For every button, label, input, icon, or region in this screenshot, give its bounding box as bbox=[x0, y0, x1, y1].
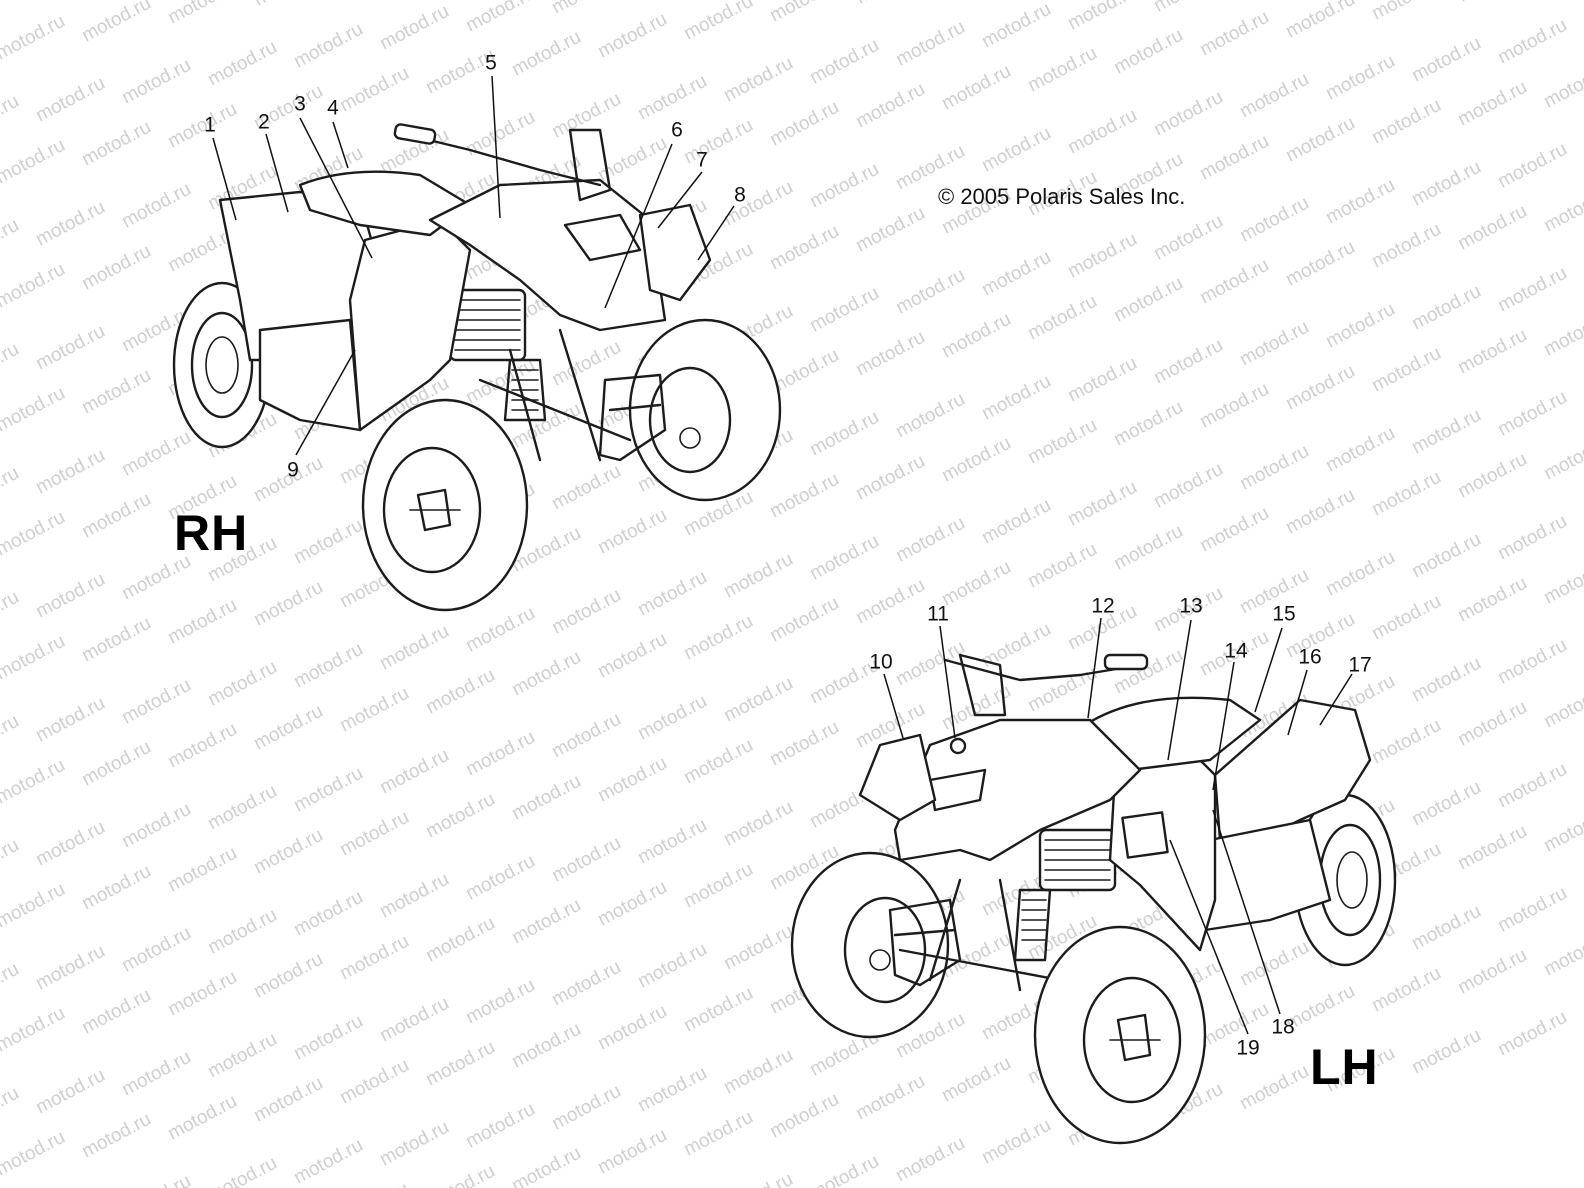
leader-8 bbox=[697, 205, 735, 261]
leader-1 bbox=[212, 137, 237, 221]
leader-6 bbox=[604, 143, 673, 309]
view-label-rh: RH bbox=[174, 505, 249, 561]
lh-handlebar bbox=[943, 653, 1149, 717]
copyright-notice: © 2005 Polaris Sales Inc. bbox=[938, 184, 1186, 209]
callout-9: 9 bbox=[287, 458, 299, 482]
leader-15 bbox=[1254, 627, 1283, 713]
callout-11: 11 bbox=[927, 602, 949, 626]
rh-seat bbox=[298, 170, 472, 237]
callout-5: 5 bbox=[485, 51, 497, 75]
rh-footrest bbox=[258, 318, 362, 432]
callout-8: 8 bbox=[734, 183, 746, 207]
callout-4: 4 bbox=[327, 96, 339, 120]
callout-16: 16 bbox=[1298, 645, 1322, 669]
lh-headlight bbox=[858, 733, 937, 822]
callout-3: 3 bbox=[294, 92, 306, 116]
leader-19 bbox=[1169, 839, 1249, 1035]
leader-18 bbox=[1212, 809, 1281, 1015]
callout-6: 6 bbox=[671, 118, 683, 142]
callout-12: 12 bbox=[1091, 594, 1115, 618]
leader-10 bbox=[883, 673, 904, 739]
leader-9 bbox=[295, 349, 356, 456]
lh-front-far-wheel bbox=[790, 851, 950, 1039]
lh-front-near-wheel bbox=[1033, 925, 1207, 1145]
rh-handlebar bbox=[393, 123, 612, 202]
callout-10: 10 bbox=[869, 650, 893, 674]
lh-front-bumper bbox=[888, 898, 962, 987]
leader-13 bbox=[1167, 619, 1192, 761]
leader-12 bbox=[1087, 617, 1102, 719]
rh-engine-frame bbox=[448, 288, 632, 462]
view-label-lh: LH bbox=[1310, 1039, 1379, 1095]
lh-front-hood bbox=[893, 718, 1142, 862]
atv-lh-drawing bbox=[790, 653, 1397, 1145]
callout-19: 19 bbox=[1236, 1036, 1260, 1060]
leader-2 bbox=[265, 133, 289, 213]
rh-front-right-wheel bbox=[628, 318, 782, 502]
callout-2: 2 bbox=[258, 110, 270, 134]
leader-7 bbox=[657, 171, 703, 229]
leader-16 bbox=[1287, 669, 1308, 736]
leader-14 bbox=[1212, 661, 1235, 791]
callout-7: 7 bbox=[696, 148, 708, 172]
leader-5 bbox=[491, 75, 501, 219]
callout-13: 13 bbox=[1179, 594, 1203, 618]
leader-3 bbox=[299, 117, 373, 259]
callout-15: 15 bbox=[1272, 602, 1296, 626]
atv-rh-drawing bbox=[172, 123, 782, 612]
leader-11 bbox=[939, 625, 956, 739]
callout-1: 1 bbox=[204, 113, 216, 137]
callout-18: 18 bbox=[1271, 1015, 1295, 1039]
callout-17: 17 bbox=[1348, 653, 1372, 677]
rh-headlight bbox=[638, 203, 712, 302]
leader-lines bbox=[212, 75, 1353, 1035]
leader-17 bbox=[1319, 673, 1353, 726]
callout-14: 14 bbox=[1224, 639, 1248, 663]
rh-front-bumper bbox=[598, 373, 667, 462]
leader-4 bbox=[332, 121, 349, 169]
rh-front-left-wheel bbox=[361, 398, 529, 612]
